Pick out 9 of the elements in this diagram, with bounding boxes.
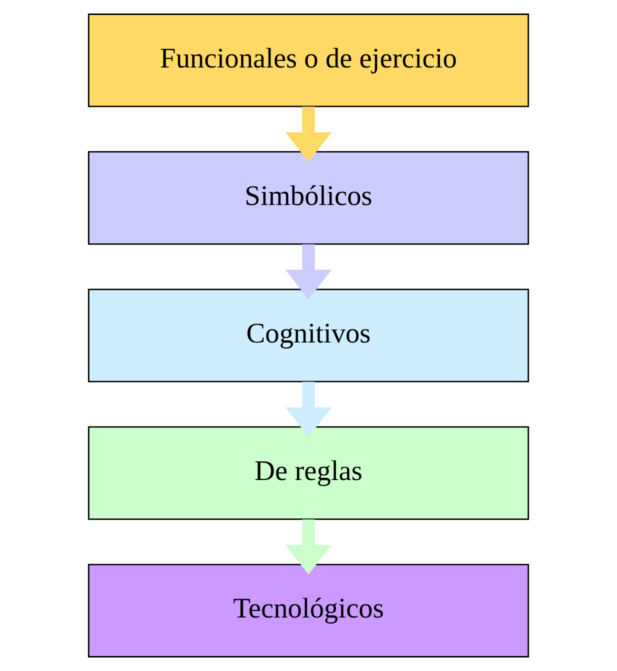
arrow [285,244,332,300]
node-box: Funcionales o de ejercicio [88,14,530,108]
arrow [285,106,332,162]
node-box: Cognitivos [88,288,530,382]
arrow [285,519,332,574]
node-box: Simbólicos [88,151,530,245]
arrow [285,382,332,437]
node-box: Tecnológicos [88,564,530,658]
node-box: De reglas [88,426,530,520]
